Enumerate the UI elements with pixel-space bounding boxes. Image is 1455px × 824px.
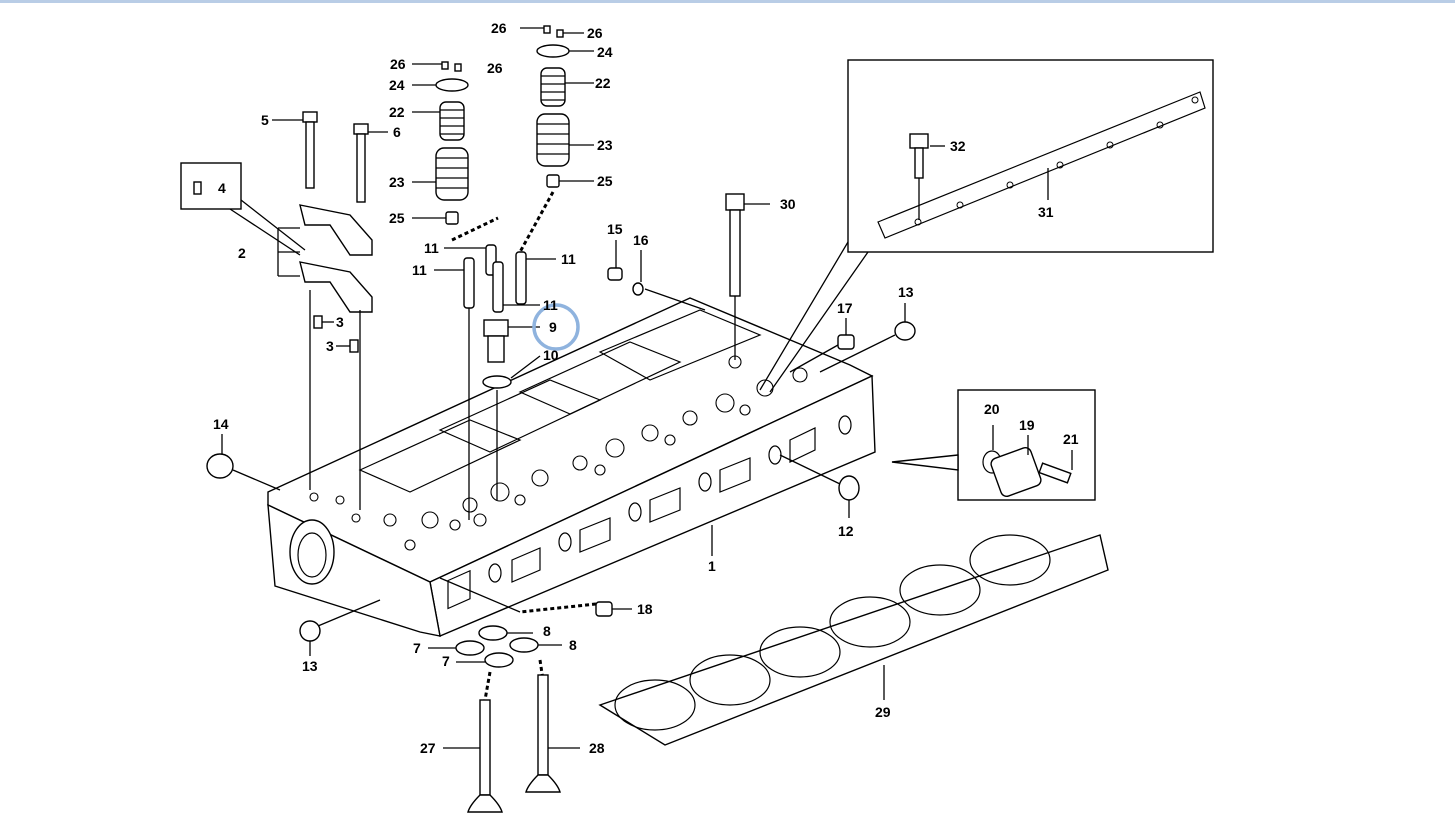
callout-8[interactable]: 8 [569,637,577,653]
callout-3[interactable]: 3 [326,338,334,354]
callout-26[interactable]: 26 [487,60,503,76]
callout-7[interactable]: 7 [413,640,421,656]
callout-25[interactable]: 25 [389,210,405,226]
callout-3[interactable]: 3 [336,314,344,330]
callout-11[interactable]: 11 [424,240,439,256]
callout-2[interactable]: 2 [238,245,246,261]
selected-callout-highlight [532,303,580,351]
callout-22[interactable]: 22 [595,75,611,91]
callout-26[interactable]: 26 [390,56,406,72]
part4-inset-box [180,162,306,256]
callout-7[interactable]: 7 [442,653,450,669]
callout-1[interactable]: 1 [708,558,716,574]
rail-inset-box [759,59,1214,393]
callout-11[interactable]: 11 [412,262,427,278]
head-gasket [598,534,1109,746]
callout-18[interactable]: 18 [637,601,653,617]
callout-20[interactable]: 20 [984,401,1000,417]
callout-labels: 1 2 3 3 4 5 6 7 7 8 8 9 10 11 11 11 11 1… [213,20,1079,756]
plate-inset-box [891,389,1096,501]
callout-24[interactable]: 24 [597,44,613,60]
rocker-brackets [277,204,373,510]
bolts-5-6 [272,111,388,353]
viewer-top-border [0,0,1455,3]
callout-22[interactable]: 22 [389,104,405,120]
callout-9[interactable]: 9 [549,319,557,335]
callout-5[interactable]: 5 [261,112,269,128]
callout-23[interactable]: 23 [389,174,405,190]
callout-23[interactable]: 23 [597,137,613,153]
misc-parts [206,193,916,813]
callout-24[interactable]: 24 [389,77,405,93]
callout-11[interactable]: 11 [543,297,558,313]
callout-16[interactable]: 16 [633,232,649,248]
callout-11[interactable]: 11 [561,251,576,267]
callout-8[interactable]: 8 [543,623,551,639]
cylinder-head [267,297,876,637]
callout-30[interactable]: 30 [780,196,796,212]
callout-28[interactable]: 28 [589,740,605,756]
callout-17[interactable]: 17 [837,300,853,316]
callout-14[interactable]: 14 [213,416,229,432]
callout-31[interactable]: 31 [1038,204,1054,220]
valve-spring-stack-right [518,25,594,253]
callout-27[interactable]: 27 [420,740,436,756]
callout-15[interactable]: 15 [607,221,623,237]
injector-sleeve [482,319,541,500]
callout-10[interactable]: 10 [543,347,559,363]
callout-29[interactable]: 29 [875,704,891,720]
callout-32[interactable]: 32 [950,138,966,154]
callout-21[interactable]: 21 [1063,431,1079,447]
callout-26[interactable]: 26 [587,25,603,41]
callout-12[interactable]: 12 [838,523,854,539]
callout-13[interactable]: 13 [302,658,318,674]
callout-26[interactable]: 26 [491,20,507,36]
callout-6[interactable]: 6 [393,124,401,140]
callout-4[interactable]: 4 [218,180,226,196]
callout-25[interactable]: 25 [597,173,613,189]
valve-spring-stack-left [412,61,499,242]
valve-guides [434,244,556,520]
callout-13[interactable]: 13 [898,284,914,300]
callout-19[interactable]: 19 [1019,417,1035,433]
